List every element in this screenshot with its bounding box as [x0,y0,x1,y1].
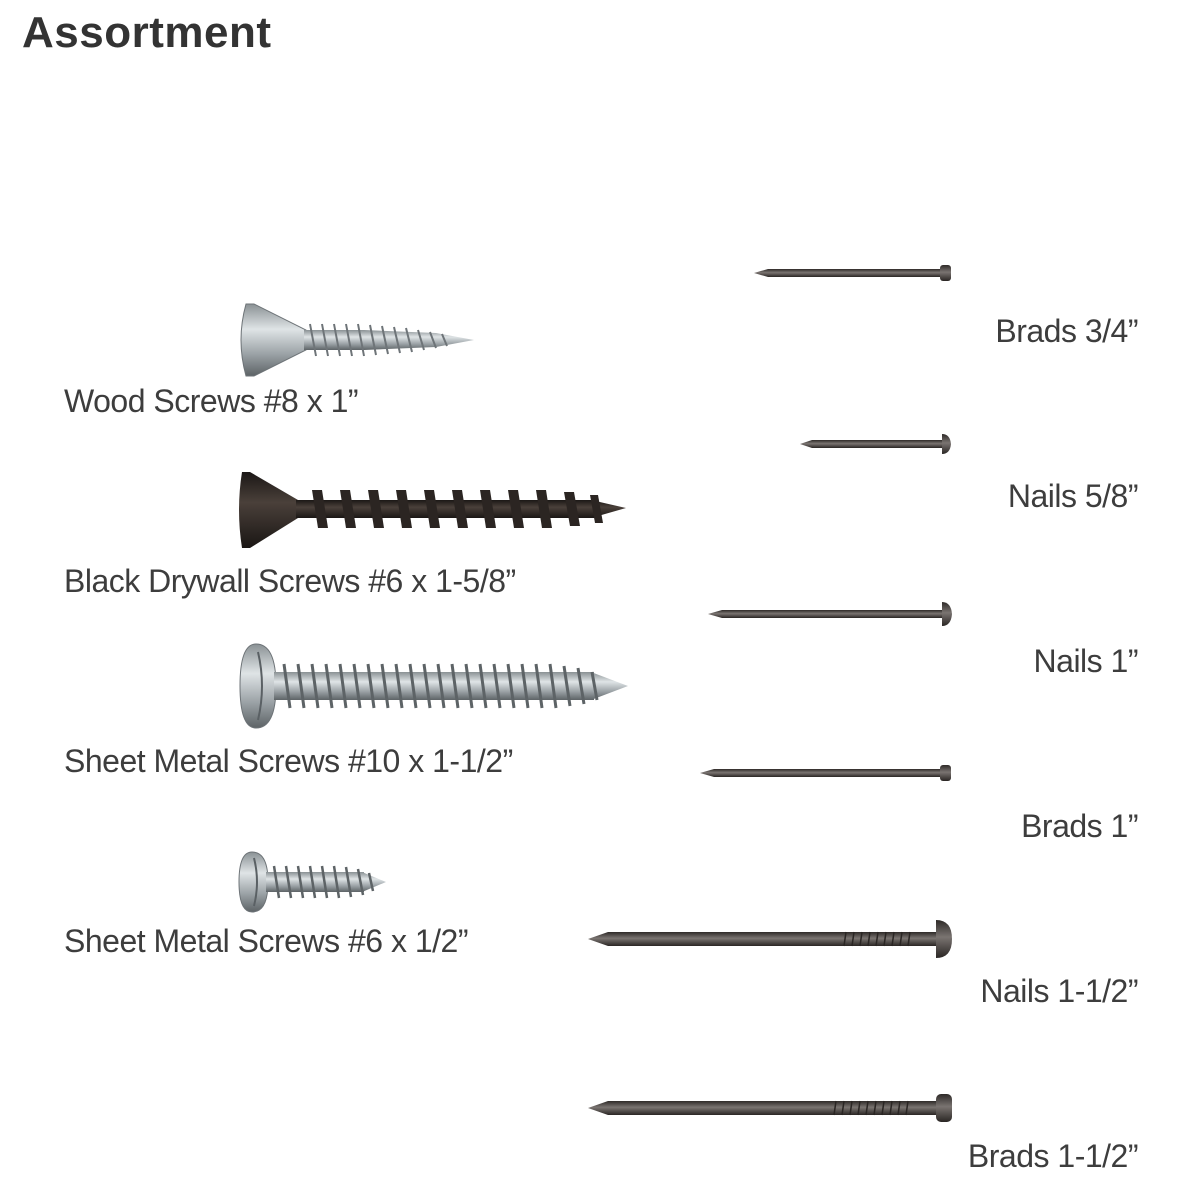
brads-1-1-2-label: Brads 1-1/2” [967,1138,1139,1174]
brads-1-label: Brads 1” [1021,808,1138,844]
brads-3-4-label: Brads 3/4” [995,313,1138,349]
brad-3-4-image [754,265,951,281]
nail-1-image [708,602,952,626]
nails-5-8-label: Nails 5/8” [1007,478,1139,514]
page-title: Assortment [22,8,272,57]
sheet-metal-screws-6-label: Sheet Metal Screws #6 x 1/2” [64,923,468,959]
brad-1-image [700,765,951,781]
brad-1-1-2-image [588,1094,952,1122]
nail-5-8-image [800,434,951,454]
drywall-screws-label: Black Drywall Screws #6 x 1-5/8” [64,563,516,599]
wood-screw-image [240,303,474,377]
nails-1-1-2-label: Nails 1-1/2” [980,973,1138,1009]
nail-1-1-2-image [588,920,952,958]
wood-screws-label: Wood Screws #8 x 1” [64,383,359,419]
sheet-metal-screws-10-label: Sheet Metal Screws #10 x 1-1/2” [64,743,513,779]
drywall-screw-image [239,472,626,548]
sheet-metal-screw-6-image [238,851,386,913]
sheet-metal-screw-10-image [239,643,628,729]
nails-1-label: Nails 1” [1033,643,1139,679]
